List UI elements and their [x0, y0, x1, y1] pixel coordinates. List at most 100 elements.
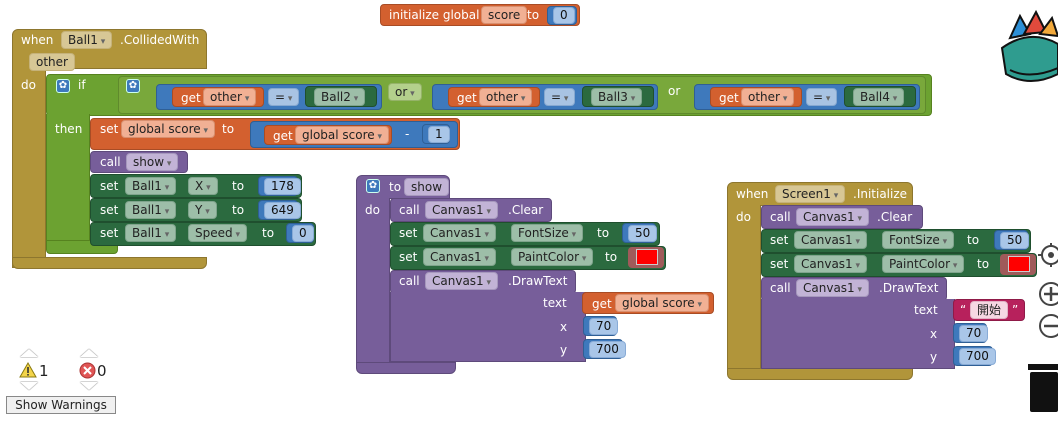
if-gear-icon[interactable]: ✿ — [56, 79, 70, 93]
collided-with-label: .CollidedWith — [120, 33, 200, 47]
screen-draw-text-label: text — [914, 303, 938, 317]
equals-operator-2[interactable]: = — [544, 88, 576, 106]
show-draw-y-block[interactable]: 700 — [583, 339, 626, 359]
global-var-name-field[interactable]: score — [481, 6, 528, 24]
show-red-color-swatch[interactable] — [636, 249, 658, 265]
get-other-block-1[interactable]: get other — [172, 87, 264, 107]
screen-paint-canvas-dropdown[interactable]: Canvas1 — [794, 255, 868, 273]
zoom-in-icon[interactable] — [1038, 281, 1058, 307]
screen-do-label: do — [736, 210, 751, 224]
x-number-field[interactable]: 178 — [264, 178, 301, 195]
other-var-dropdown-2[interactable]: other — [479, 88, 533, 106]
screen-draw-x-field[interactable]: 70 — [959, 325, 989, 342]
ball2-component-block[interactable]: Ball2 — [305, 86, 377, 107]
show-draw-canvas-dropdown[interactable]: Canvas1 — [425, 272, 499, 290]
show-procedure-name-field[interactable]: show — [404, 178, 450, 196]
center-target-icon[interactable] — [1038, 243, 1058, 267]
zoom-out-icon[interactable] — [1038, 313, 1058, 339]
error-down-arrow[interactable] — [80, 382, 98, 390]
get-other-block-2[interactable]: get other — [448, 87, 540, 107]
screen-color-block[interactable] — [1000, 254, 1036, 275]
get-other-block-3[interactable]: get other — [710, 87, 802, 107]
equals-operator-1[interactable]: = — [268, 88, 300, 106]
show-draw-x-block[interactable]: 70 — [583, 316, 619, 336]
screen-paintcolor-property-dropdown[interactable]: PaintColor — [882, 255, 965, 273]
set-speed-component-dropdown[interactable]: Ball1 — [125, 224, 177, 242]
speed-number-block[interactable]: 0 — [286, 223, 314, 243]
screen-font-canvas-dropdown[interactable]: Canvas1 — [794, 231, 868, 249]
ball3-dropdown[interactable]: Ball3 — [591, 88, 643, 106]
show-draw-y-field[interactable]: 700 — [589, 341, 626, 358]
show-clear-canvas-dropdown[interactable]: Canvas1 — [425, 201, 499, 219]
get-global-score-dropdown[interactable]: global score — [295, 126, 390, 144]
show-proc-gear-icon[interactable]: ✿ — [366, 179, 380, 193]
screen-draw-x-block[interactable]: 70 — [953, 323, 989, 343]
show-color-block[interactable] — [628, 247, 664, 268]
or-operator-1[interactable]: or — [388, 83, 422, 101]
or-gear-icon[interactable]: ✿ — [126, 79, 140, 93]
set-x-component-dropdown[interactable]: Ball1 — [125, 177, 177, 195]
minus-number-block[interactable]: 1 — [422, 124, 450, 144]
show-fontsize-number-block[interactable]: 50 — [622, 223, 658, 243]
x-number-block[interactable]: 178 — [258, 176, 301, 196]
warning-up-arrow[interactable] — [20, 349, 38, 357]
show-clear-call-label: call — [399, 203, 420, 217]
show-font-canvas-dropdown[interactable]: Canvas1 — [423, 224, 497, 242]
show-draw-x-field[interactable]: 70 — [589, 318, 619, 335]
screen-paint-set-label: set — [770, 257, 789, 271]
set-x-property-dropdown[interactable]: X — [188, 177, 218, 195]
equals-operator-3[interactable]: = — [806, 88, 838, 106]
screen-draw-canvas-dropdown[interactable]: Canvas1 — [796, 279, 870, 297]
trash-icon[interactable] — [1026, 362, 1058, 414]
screen-draw-text-string-block[interactable]: “ 開始 ” — [953, 299, 1025, 321]
show-fontsize-number-field[interactable]: 50 — [628, 225, 658, 242]
ball4-component-block[interactable]: Ball4 — [844, 86, 916, 107]
screen-fontsize-property-dropdown[interactable]: FontSize — [882, 231, 955, 249]
screen-init-body-left — [727, 205, 761, 369]
show-paintcolor-property-dropdown[interactable]: PaintColor — [511, 248, 594, 266]
warning-down-arrow[interactable] — [20, 382, 38, 390]
error-up-arrow[interactable] — [80, 349, 98, 357]
other-var-dropdown-1[interactable]: other — [203, 88, 257, 106]
minus-number-field[interactable]: 1 — [428, 126, 450, 143]
screen-fontsize-number-block[interactable]: 50 — [994, 230, 1030, 250]
show-draw-get-score-block[interactable]: get global score — [582, 292, 714, 314]
show-warnings-button[interactable]: Show Warnings — [6, 396, 116, 414]
other-param-chip[interactable]: other — [29, 53, 75, 71]
screen-fontsize-number-field[interactable]: 50 — [1000, 232, 1030, 249]
screen-red-color-swatch[interactable] — [1008, 256, 1030, 272]
init-number-field[interactable]: 0 — [553, 7, 575, 24]
ball4-dropdown[interactable]: Ball4 — [853, 88, 905, 106]
set-y-label: set — [100, 203, 119, 217]
show-paint-set-label: set — [399, 250, 418, 264]
set-y-property-dropdown[interactable]: Y — [188, 201, 217, 219]
show-procedure-dropdown[interactable]: show — [126, 153, 179, 171]
set-speed-label: set — [100, 226, 119, 240]
get-global-score-block[interactable]: get global score — [264, 125, 392, 145]
set-speed-property-dropdown[interactable]: Speed — [188, 224, 248, 242]
show-procedure-bottom — [356, 362, 456, 374]
ball2-dropdown[interactable]: Ball2 — [314, 88, 366, 106]
init-number-block[interactable]: 0 — [547, 6, 577, 25]
set-global-score-dropdown[interactable]: global score — [121, 120, 216, 138]
set-y-component-dropdown[interactable]: Ball1 — [125, 201, 177, 219]
y-number-block[interactable]: 649 — [258, 200, 301, 220]
y-number-field[interactable]: 649 — [264, 202, 301, 219]
screen1-component-dropdown[interactable]: Screen1 — [775, 185, 846, 203]
screen-draw-y-field[interactable]: 700 — [959, 348, 996, 365]
speed-number-field[interactable]: 0 — [292, 225, 314, 242]
if-label: if — [78, 78, 86, 92]
show-draw-score-dropdown[interactable]: global score — [615, 294, 710, 312]
initialize-global-block[interactable]: initialize global score to 0 — [380, 4, 580, 26]
close-quote: ” — [1012, 303, 1019, 317]
screen-draw-text-value[interactable]: 開始 — [970, 301, 1009, 319]
ball3-component-block[interactable]: Ball3 — [582, 86, 654, 107]
show-fontsize-property-dropdown[interactable]: FontSize — [511, 224, 584, 242]
ball1-component-dropdown[interactable]: Ball1 — [61, 31, 113, 49]
screen-clear-canvas-dropdown[interactable]: Canvas1 — [796, 208, 870, 226]
show-paint-canvas-dropdown[interactable]: Canvas1 — [423, 248, 497, 266]
screen-draw-y-block[interactable]: 700 — [953, 346, 996, 366]
other-var-dropdown-3[interactable]: other — [741, 88, 795, 106]
backpack-icon[interactable] — [1000, 8, 1058, 88]
call-label: call — [100, 155, 121, 169]
